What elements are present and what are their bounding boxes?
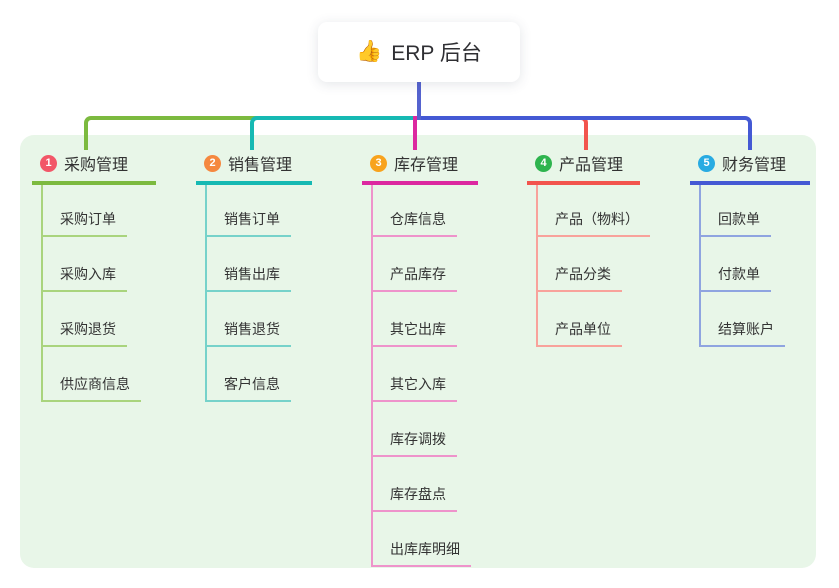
child-node[interactable]: 产品单位 (538, 292, 622, 347)
badge-1: 1 (40, 154, 57, 172)
child-node[interactable]: 采购退货 (43, 292, 127, 347)
branch-inventory-label: 库存管理 (394, 157, 459, 174)
branch-inventory-header[interactable]: 3 库存管理 (362, 150, 478, 185)
branch-finance: 5 财务管理 回款单 付款单 结算账户 (690, 150, 810, 347)
branch-purchase-children: 采购订单 采购入库 采购退货 供应商信息 (41, 185, 156, 402)
branch-purchase-label: 采购管理 (64, 157, 129, 174)
child-node[interactable]: 库存盘点 (373, 457, 457, 512)
badge-5: 5 (698, 154, 715, 172)
child-node[interactable]: 结算账户 (701, 292, 785, 347)
child-node[interactable]: 采购订单 (43, 185, 127, 237)
branch-finance-header[interactable]: 5 财务管理 (690, 150, 810, 185)
branch-product-label: 产品管理 (559, 157, 624, 174)
child-node[interactable]: 仓库信息 (373, 185, 457, 237)
branch-sales-label: 销售管理 (228, 157, 293, 174)
child-node[interactable]: 销售订单 (207, 185, 291, 237)
child-node[interactable]: 库存调拨 (373, 402, 457, 457)
branch-product-header[interactable]: 4 产品管理 (527, 150, 640, 185)
child-node[interactable]: 付款单 (701, 237, 771, 292)
branch-inventory-children: 仓库信息 产品库存 其它出库 其它入库 库存调拨 库存盘点 出库库明细 (371, 185, 478, 567)
root-node[interactable]: 👍 ERP 后台 (318, 22, 520, 82)
branch-finance-children: 回款单 付款单 结算账户 (699, 185, 810, 347)
badge-4: 4 (535, 154, 552, 172)
child-node[interactable]: 产品库存 (373, 237, 457, 292)
branch-purchase: 1 采购管理 采购订单 采购入库 采购退货 供应商信息 (32, 150, 156, 402)
branch-sales-header[interactable]: 2 销售管理 (196, 150, 312, 185)
branch-purchase-header[interactable]: 1 采购管理 (32, 150, 156, 185)
branch-sales-children: 销售订单 销售出库 销售退货 客户信息 (205, 185, 312, 402)
badge-3: 3 (370, 154, 387, 172)
badge-2: 2 (204, 154, 221, 172)
branch-product: 4 产品管理 产品（物料） 产品分类 产品单位 (527, 150, 650, 347)
child-node[interactable]: 其它入库 (373, 347, 457, 402)
child-node[interactable]: 销售出库 (207, 237, 291, 292)
child-node[interactable]: 采购入库 (43, 237, 127, 292)
child-node[interactable]: 产品（物料） (538, 185, 650, 237)
thumbs-up-icon: 👍 (356, 40, 383, 63)
child-node[interactable]: 客户信息 (207, 347, 291, 402)
root-node-label: ERP 后台 (391, 42, 482, 65)
child-node[interactable]: 其它出库 (373, 292, 457, 347)
mindmap-panel (20, 135, 816, 568)
branch-finance-label: 财务管理 (722, 157, 787, 174)
branch-inventory: 3 库存管理 仓库信息 产品库存 其它出库 其它入库 库存调拨 库存盘点 出库库… (362, 150, 478, 567)
child-node[interactable]: 供应商信息 (43, 347, 141, 402)
connector-root (417, 82, 421, 120)
child-node[interactable]: 出库库明细 (373, 512, 471, 567)
child-node[interactable]: 销售退货 (207, 292, 291, 347)
child-node[interactable]: 回款单 (701, 185, 771, 237)
branch-product-children: 产品（物料） 产品分类 产品单位 (536, 185, 650, 347)
branch-sales: 2 销售管理 销售订单 销售出库 销售退货 客户信息 (196, 150, 312, 402)
child-node[interactable]: 产品分类 (538, 237, 622, 292)
